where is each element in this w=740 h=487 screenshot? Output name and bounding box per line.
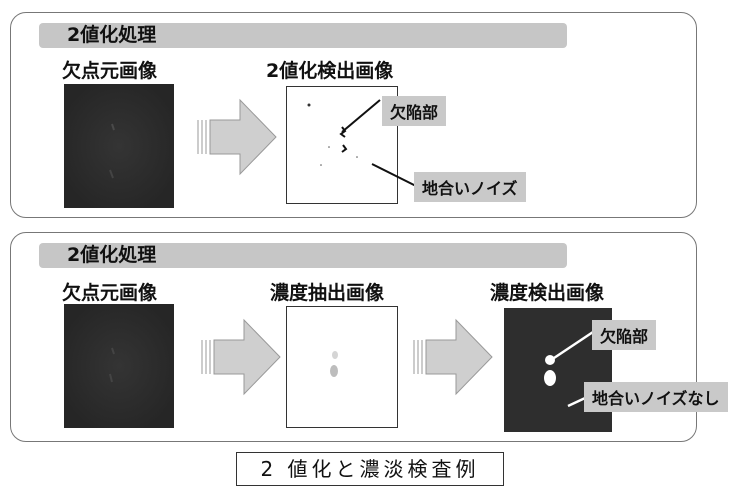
source-image-label: 欠点元画像 — [62, 282, 158, 304]
faint-defect-mark — [111, 123, 115, 131]
source-defect-image — [64, 84, 174, 208]
right-arrow-icon — [413, 318, 493, 396]
faint-defect-mark — [109, 373, 113, 383]
binary-result-label: 2値化検出画像 — [266, 60, 394, 82]
faint-density-blob — [332, 351, 338, 359]
detected-defect-blob — [544, 370, 556, 386]
defect-callout: 欠陥部 — [592, 320, 657, 350]
source-defect-marks — [109, 123, 115, 179]
density-extract-image — [286, 306, 398, 428]
source-defect-marks — [109, 347, 115, 383]
defect-mark — [339, 126, 347, 138]
noise-dot — [320, 164, 322, 166]
figure-caption: 2 値化と濃淡検査例 — [236, 452, 504, 486]
source-defect-image — [64, 304, 174, 428]
source-image-label: 欠点元画像 — [62, 60, 158, 82]
defect-mark — [341, 144, 348, 153]
noise-dot — [307, 103, 311, 107]
binary-result-image — [286, 86, 398, 204]
faint-defect-mark — [109, 169, 114, 179]
panel-title: 2値化処理 — [39, 243, 567, 268]
density-extract-marks — [330, 351, 338, 377]
density-extract-label: 濃度抽出画像 — [270, 282, 385, 304]
density-result-label: 濃度検出画像 — [490, 282, 605, 304]
noise-dot — [328, 146, 330, 148]
faint-defect-mark — [111, 347, 115, 355]
binary-result-marks — [307, 103, 358, 166]
panel-title: 2値化処理 — [39, 23, 567, 48]
right-arrow-icon — [201, 318, 281, 396]
callout-lines — [341, 99, 417, 187]
right-arrow-icon — [197, 98, 277, 176]
noise-callout: 地合いノイズ — [414, 172, 526, 202]
density-result-marks — [544, 355, 556, 386]
detected-defect-blob — [545, 355, 555, 365]
defect-callout: 欠陥部 — [382, 96, 447, 126]
density-blob — [330, 365, 338, 377]
noise-callout: 地合いノイズなし — [584, 382, 728, 412]
noise-dot — [356, 156, 358, 158]
